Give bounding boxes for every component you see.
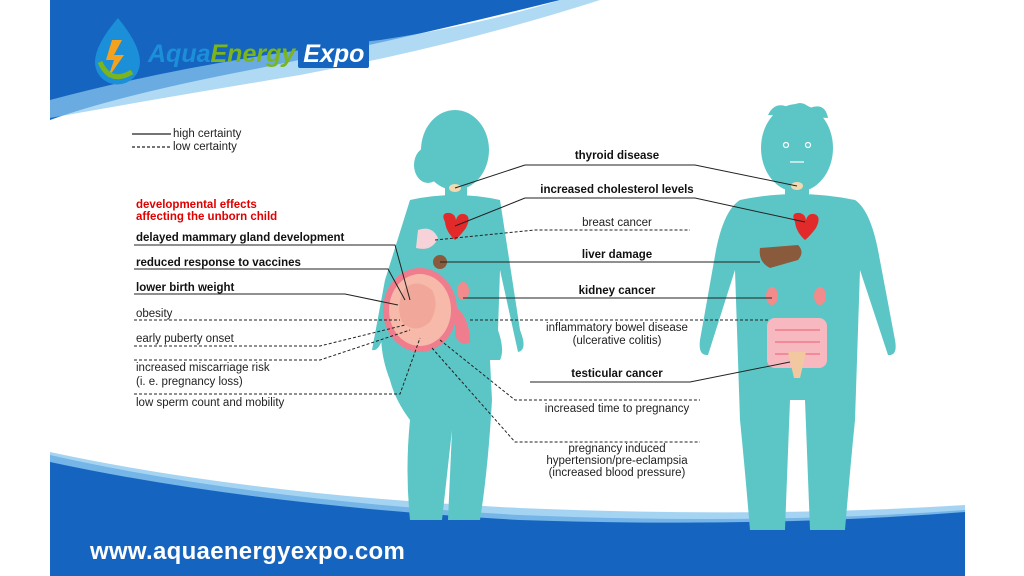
kidney-male-right xyxy=(814,287,826,305)
label-sperm: low sperm count and mobility xyxy=(136,397,285,409)
liver-male xyxy=(759,245,802,268)
label-puberty: early puberty onset xyxy=(136,333,235,345)
label-ibd-1: inflammatory bowel disease xyxy=(546,322,688,334)
legend-high-label: high certainty xyxy=(173,128,242,140)
heart-female xyxy=(443,212,469,240)
label-liver: liver damage xyxy=(582,249,652,261)
male-face xyxy=(782,141,812,163)
breast-female xyxy=(416,228,438,249)
label-testicular: testicular cancer xyxy=(571,368,663,380)
male-figure xyxy=(699,103,896,530)
footer-url[interactable]: www.aquaenergyexpo.com xyxy=(90,538,406,565)
dev-title-line2: affecting the unborn child xyxy=(136,211,277,223)
label-time-pregnancy: increased time to pregnancy xyxy=(545,403,690,415)
header-banner xyxy=(0,0,600,125)
label-birth-weight: lower birth weight xyxy=(136,282,235,294)
label-vaccines: reduced response to vaccines xyxy=(136,257,301,269)
kidney-male-left xyxy=(766,287,778,305)
label-miscarriage-1: increased miscarriage risk xyxy=(136,362,270,374)
heart-male xyxy=(793,212,819,240)
brand-word-aqua: Aqua xyxy=(148,40,211,68)
label-hyper-1: pregnancy induced xyxy=(568,443,665,455)
intestine-male xyxy=(767,318,827,368)
label-hyper-3: (increased blood pressure) xyxy=(549,467,686,479)
label-breast: breast cancer xyxy=(582,217,652,229)
label-cholesterol: increased cholesterol levels xyxy=(540,184,693,196)
dev-title-line1: developmental effects xyxy=(136,199,257,211)
label-miscarriage-2: (i. e. pregnancy loss) xyxy=(136,376,243,388)
leader-lines xyxy=(134,164,806,443)
label-mammary: delayed mammary gland development xyxy=(136,232,345,244)
label-thyroid: thyroid disease xyxy=(575,150,659,162)
footer-banner xyxy=(50,452,965,576)
kidney-female xyxy=(457,282,469,300)
logo-drop-icon xyxy=(95,18,140,85)
legend-low-label: low certainty xyxy=(173,141,237,153)
label-hyper-2: hypertension/pre-eclampsia xyxy=(546,455,688,467)
brand-word-energy: Energy xyxy=(210,40,296,68)
testis-male xyxy=(788,352,806,378)
label-ibd-2: (ulcerative colitis) xyxy=(573,335,662,347)
label-obesity: obesity xyxy=(136,308,173,320)
label-kidney: kidney cancer xyxy=(579,285,656,297)
brand-word-expo: Expo xyxy=(298,40,370,68)
